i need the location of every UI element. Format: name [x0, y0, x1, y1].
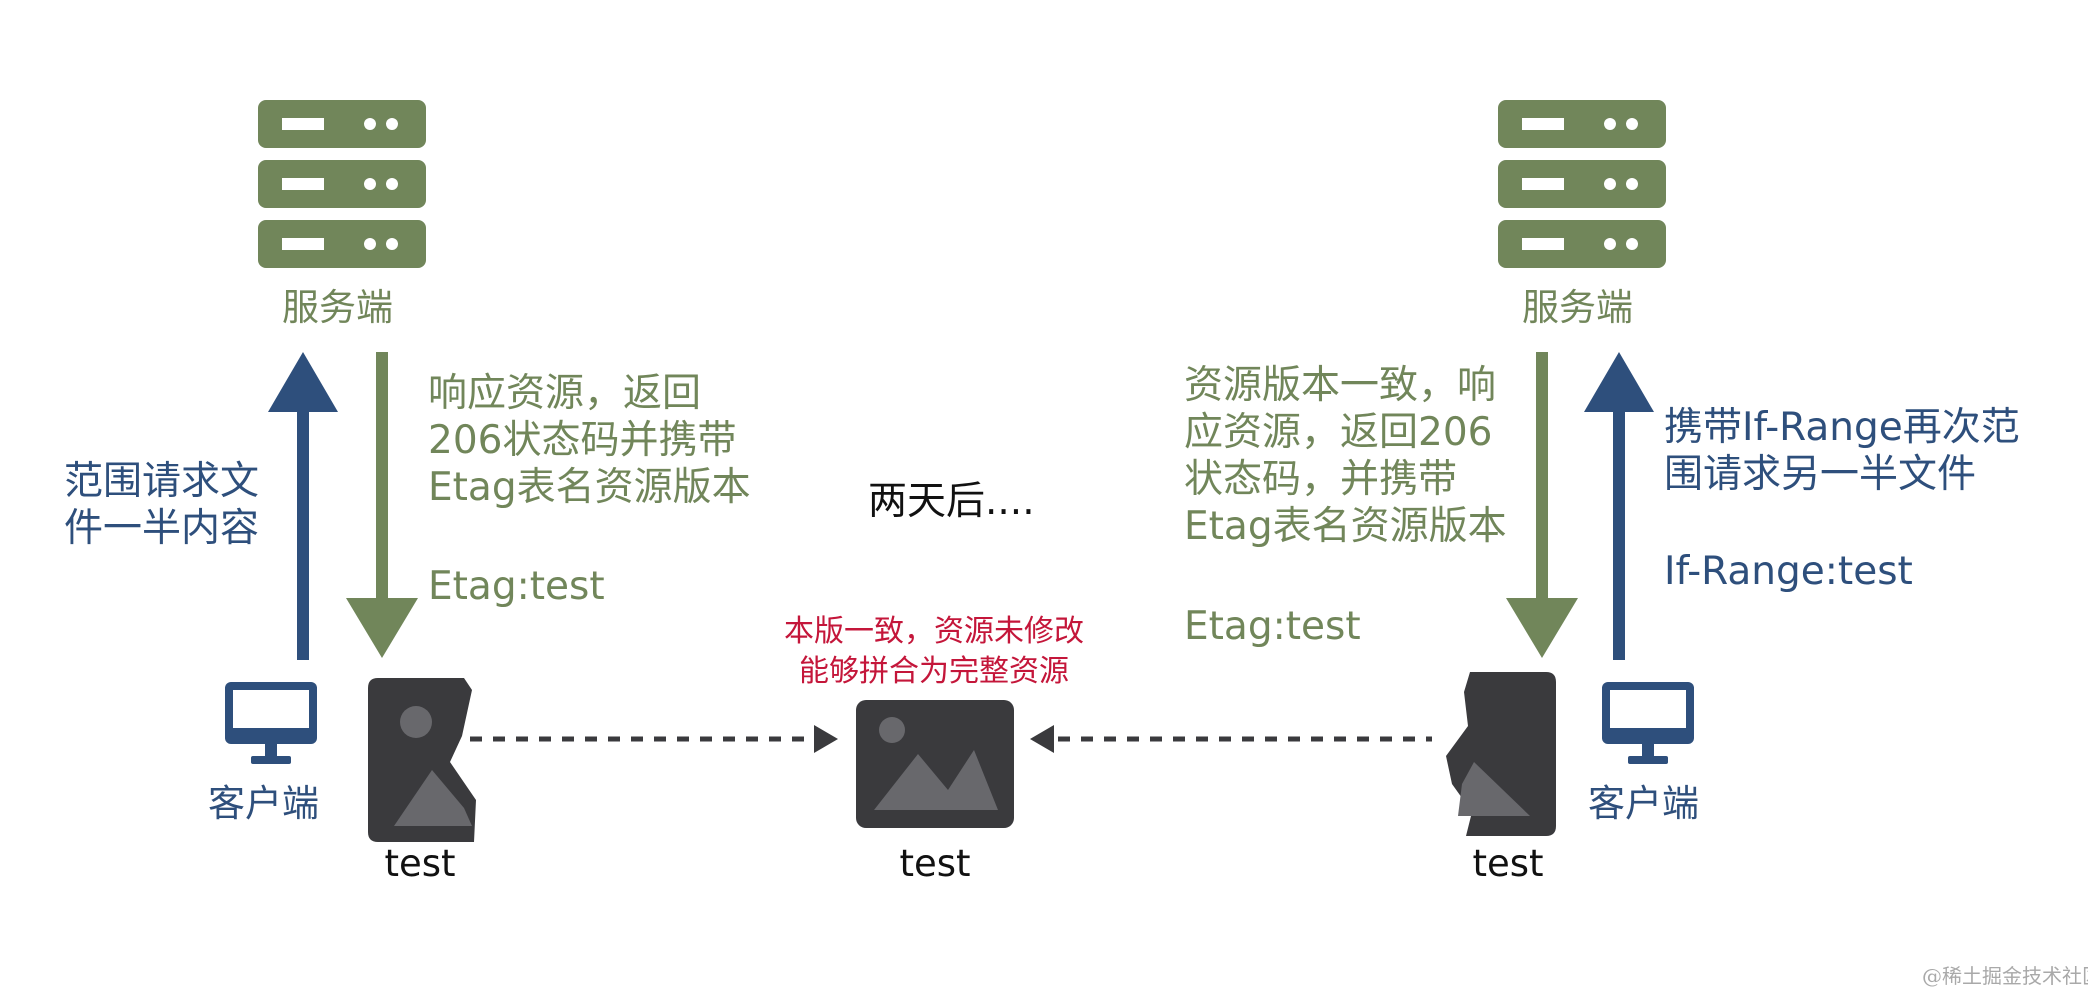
left-etag-text: Etag:test [428, 564, 605, 609]
left-file-label: test [384, 842, 456, 885]
right-merge-arrow [1030, 725, 1432, 753]
right-response-line: 资源版本一致，响 [1184, 363, 1497, 408]
right-request-line: 围请求另一半文件 [1664, 452, 1977, 497]
left-request-line: 范围请求文 [64, 459, 260, 504]
middle-file-label: test [899, 842, 971, 885]
left-partial-file-icon [368, 678, 476, 842]
merge-note: 本版一致，资源未修改 能够拼合为完整资源 [764, 612, 1104, 692]
right-request-arrow [1584, 352, 1654, 660]
left-server-label: 服务端 [282, 286, 393, 329]
right-response-line: 状态码，并携带 [1184, 457, 1458, 502]
right-monitor-icon [1602, 682, 1694, 764]
left-response-arrow [346, 352, 418, 658]
right-response-line: Etag表名资源版本 [1184, 504, 1507, 549]
merge-note-line: 本版一致，资源未修改 [784, 614, 1084, 649]
time-passed-label: 两天后.... [868, 479, 1035, 524]
right-client-label: 客户端 [1588, 782, 1699, 825]
complete-image-file-icon [856, 700, 1014, 828]
left-monitor-icon [225, 682, 317, 764]
watermark: @稀土掘金技术社区 [1922, 964, 2088, 988]
left-request-line: 件一半内容 [64, 506, 260, 551]
left-merge-arrow [470, 725, 838, 753]
right-etag-text: Etag:test [1184, 604, 1361, 649]
right-response-text: 资源版本一致，响 应资源，返回206 状态码，并携带 Etag表名资源版本 [1184, 362, 1507, 550]
left-server-icon [258, 100, 426, 268]
left-response-line: 206状态码并携带 [428, 418, 737, 463]
merge-note-line: 能够拼合为完整资源 [799, 654, 1069, 689]
right-server-label: 服务端 [1522, 286, 1633, 329]
if-range-text: If-Range:test [1664, 549, 1913, 594]
left-request-text: 范围请求文 件一半内容 [64, 458, 259, 552]
right-response-arrow [1506, 352, 1578, 658]
left-response-text: 响应资源，返回 206状态码并携带 Etag表名资源版本 [428, 370, 751, 511]
left-request-arrow [268, 352, 338, 660]
right-file-label: test [1472, 842, 1544, 885]
right-partial-file-icon [1446, 672, 1556, 836]
right-response-line: 应资源，返回206 [1184, 410, 1493, 455]
left-response-line: 响应资源，返回 [428, 371, 702, 416]
right-request-line: 携带If-Range再次范 [1664, 405, 2020, 450]
left-client-label: 客户端 [208, 782, 319, 825]
left-response-line: Etag表名资源版本 [428, 465, 751, 510]
right-server-icon [1498, 100, 1666, 268]
right-request-text: 携带If-Range再次范 围请求另一半文件 [1664, 404, 2020, 498]
